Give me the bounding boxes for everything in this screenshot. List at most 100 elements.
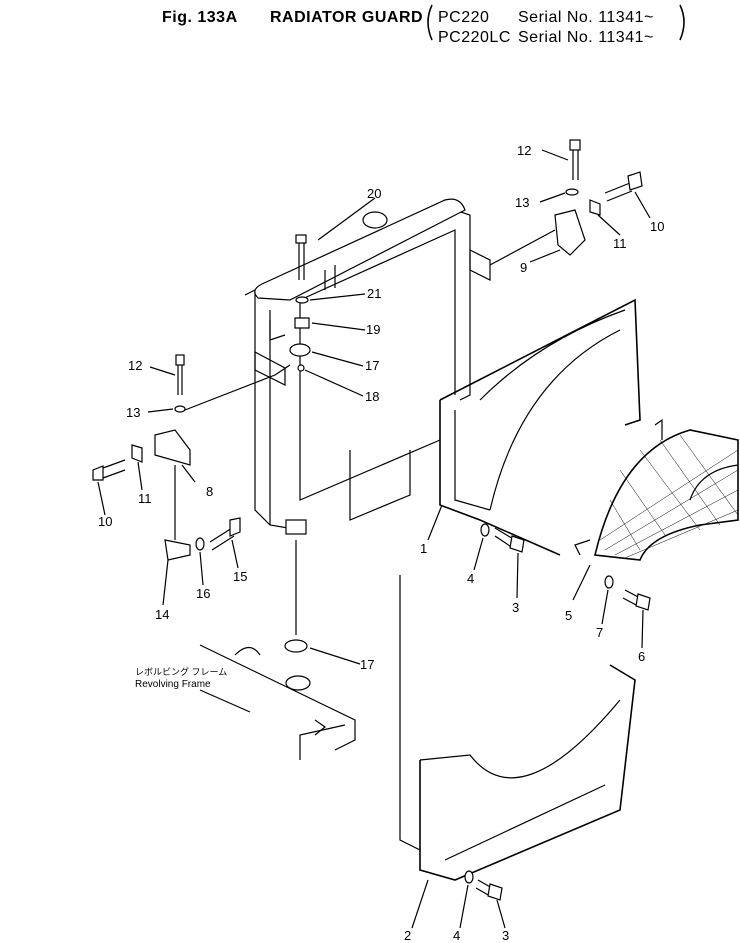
leader-19 (311, 322, 366, 331)
frame-mount-2 (285, 675, 311, 691)
fan-shroud-upper (439, 298, 663, 556)
callout-10-right: 10 (650, 219, 664, 234)
leader-3-lower (496, 899, 506, 929)
callout-16: 16 (196, 586, 210, 601)
header: Fig. 133A RADIATOR GUARD PC220 Serial No… (162, 4, 685, 46)
bushing-19 (294, 317, 310, 329)
callout-numbers: 20 21 19 17 18 17 12 13 8 11 10 14 16 15… (98, 143, 664, 943)
callout-14: 14 (155, 607, 169, 622)
callout-11-right: 11 (613, 236, 627, 251)
radiator-core-top (299, 229, 456, 395)
callout-3-upper: 3 (512, 600, 519, 615)
leader-17-lower (309, 647, 361, 665)
callout-9: 9 (520, 260, 527, 275)
bolt-12-right-head (569, 139, 581, 151)
shroud-inner-left (454, 410, 491, 511)
leader-3-upper (516, 552, 519, 599)
shroud-left-edge (439, 400, 561, 556)
leader-12-right (541, 149, 569, 161)
lower-shroud-flange (444, 784, 606, 861)
callout-6: 6 (638, 649, 645, 664)
model-2-serial: Serial No. 11341~ (518, 29, 654, 46)
radiator-upper-tank (254, 198, 466, 301)
model-2-name: PC220LC (438, 29, 511, 46)
callout-20: 20 (367, 186, 381, 201)
figure-title: RADIATOR GUARD (270, 9, 423, 26)
washer-4-upper (480, 523, 490, 537)
shroud-arc-outer (479, 309, 626, 401)
washer-7 (604, 575, 614, 589)
close-paren (679, 4, 685, 41)
bolt-6-head (635, 593, 651, 611)
callout-21: 21 (367, 286, 381, 301)
radiator-top-frame (244, 204, 471, 401)
bolt-12-left-head (175, 354, 185, 366)
callout-17-lower: 17 (360, 657, 374, 672)
cushion-17-lower (284, 639, 308, 653)
frame-top (199, 644, 356, 751)
plate-11-left (131, 444, 143, 463)
leader-12-left (149, 366, 176, 376)
bolt-10-left-head (92, 465, 104, 481)
leader-13-left (147, 408, 174, 413)
leader-17-upper (311, 351, 364, 367)
bolt-3-lower-head (487, 883, 503, 901)
callout-12-right: 12 (517, 143, 531, 158)
leader-20 (317, 197, 376, 241)
callout-7: 7 (596, 625, 603, 640)
washer-21 (295, 296, 309, 304)
fan-shroud-lower (399, 575, 636, 881)
frame-mount-1 (234, 646, 261, 656)
model-1-name: PC220 (438, 9, 489, 26)
bolt-12-left-shank (177, 365, 183, 395)
bolt-10-left-shank (102, 459, 126, 479)
washer-16 (195, 537, 205, 551)
callout-3-lower: 3 (502, 928, 509, 943)
callout-12-left: 12 (128, 358, 142, 373)
callout-18: 18 (365, 389, 379, 404)
shroud-arc-inner (489, 329, 621, 511)
frame-label-leader (199, 689, 251, 713)
guard-mesh-lines (599, 434, 739, 559)
shroud-lower-tab (574, 539, 591, 556)
bracket-14 (164, 539, 191, 561)
guard-inner-arc (689, 464, 739, 501)
frame-break (314, 719, 327, 736)
radiator-assembly (244, 198, 556, 531)
bracket-9 (554, 209, 586, 256)
fan-guard-mesh (594, 429, 739, 561)
cushion-17-upper (289, 343, 311, 357)
leader-4-upper (473, 537, 484, 571)
washer-13-right (565, 188, 579, 196)
washer-4-lower (464, 870, 474, 884)
frame-label-jp: レボルビング フレーム (135, 666, 227, 677)
callout-4-lower: 4 (453, 928, 460, 943)
lower-shroud-arc (419, 699, 621, 779)
revolving-frame: レボルビング フレーム Revolving Frame (135, 644, 356, 760)
leader-11-left (137, 461, 143, 491)
lower-shroud-outline (419, 664, 636, 881)
callout-13-left: 13 (126, 405, 140, 420)
callout-17-upper: 17 (365, 358, 379, 373)
callout-2: 2 (404, 928, 411, 943)
leader-6 (641, 609, 644, 649)
washer-18 (297, 364, 305, 372)
leader-shroud-vertical (399, 575, 421, 851)
leader-8 (181, 464, 196, 483)
bracket-8 (154, 429, 191, 466)
frame-label-en: Revolving Frame (135, 679, 211, 690)
bolt-20-shank (298, 243, 305, 280)
washer-13-left (174, 405, 186, 413)
hardware (92, 139, 651, 901)
radiator-cap (362, 211, 388, 229)
bolt-15-shank (209, 527, 235, 551)
leader-16 (199, 551, 204, 586)
callout-leaders (97, 149, 651, 929)
radiator-left-edge (254, 290, 301, 531)
callout-13-right: 13 (515, 195, 529, 210)
bracket-8-leader (184, 364, 291, 411)
leader-9 (529, 249, 561, 263)
shroud-right-tab (654, 418, 663, 440)
open-paren (427, 4, 433, 41)
